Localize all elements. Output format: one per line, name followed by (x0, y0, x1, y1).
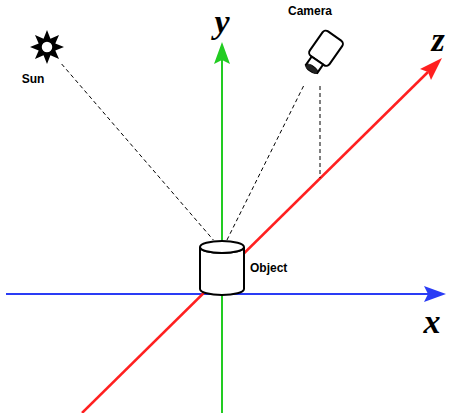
cylinder-body (200, 247, 244, 295)
camera-shape (292, 26, 348, 86)
node-label: Object (250, 262, 287, 274)
sight-line (62, 64, 214, 240)
axis-label: x (424, 305, 441, 339)
sun-node: Sun (30, 30, 64, 64)
z-axis (82, 72, 428, 413)
node-label: Camera (288, 5, 332, 17)
y-axis (221, 60, 223, 413)
camera-node: Camera (292, 26, 348, 86)
z-arrowhead (420, 58, 442, 80)
camera-icon (300, 29, 344, 78)
cylinder-top (200, 241, 244, 253)
cylinder-shape (198, 240, 246, 296)
x-arrowhead (424, 286, 446, 302)
y-arrowhead (214, 42, 230, 64)
sun-disc (41, 41, 53, 53)
sight-line (227, 86, 304, 240)
projection-line (320, 86, 321, 178)
sun-rays (30, 30, 64, 64)
axis-label: y (214, 5, 229, 39)
lens-glass (304, 62, 319, 75)
sun-shape (30, 30, 64, 64)
axis-label: z (431, 23, 444, 57)
node-label: Sun (22, 73, 45, 85)
cylinder-node: Object (198, 240, 246, 296)
